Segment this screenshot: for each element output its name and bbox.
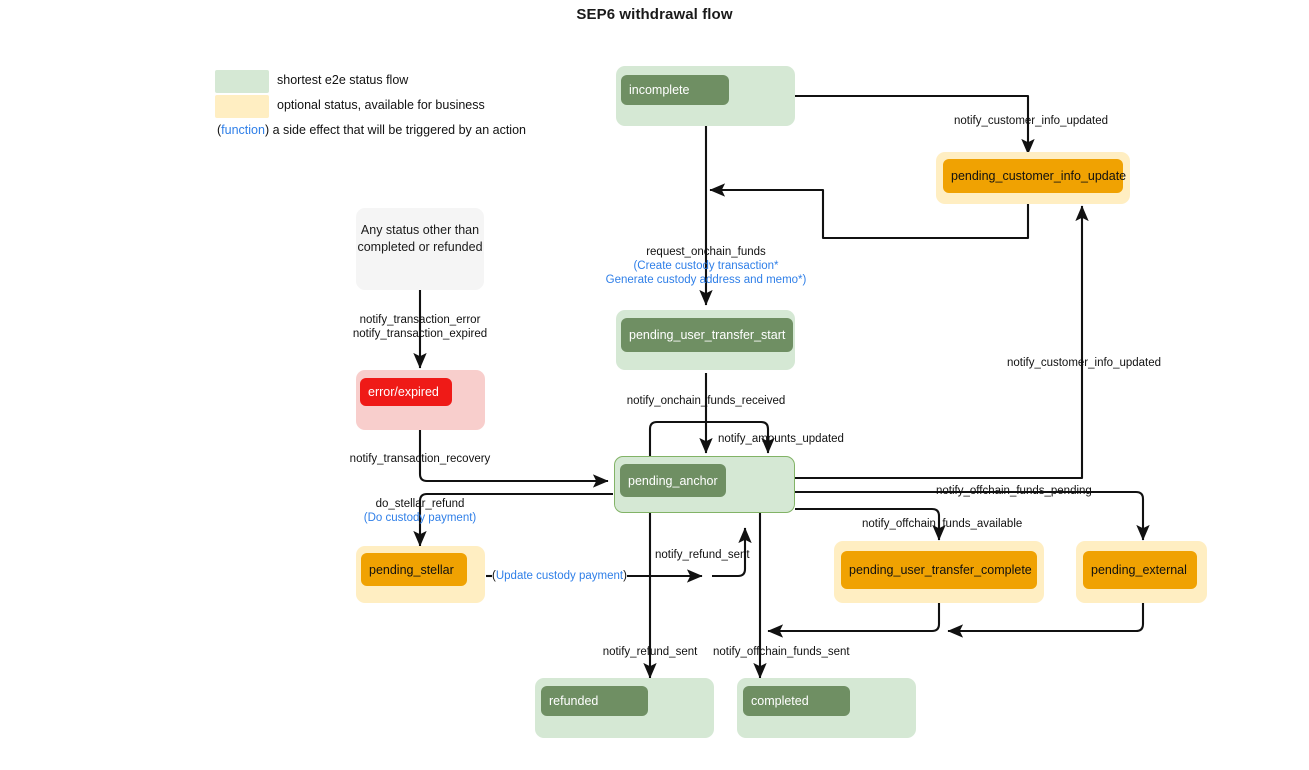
legend-swatch-shortest-flow (215, 70, 269, 93)
node-any-status-line2: completed or refunded (357, 240, 483, 254)
edge-label-notify-refund-sent-mid: notify_refund_sent (655, 549, 750, 561)
legend-label-optional-status: optional status, available for business (277, 98, 485, 112)
edge-label-notify-transaction-expired: notify_transaction_expired (352, 328, 488, 340)
node-pending-customer-info-update-label: pending_customer_info_update (943, 159, 1126, 193)
node-pending-user-transfer-start[interactable]: pending_user_transfer_start (616, 310, 795, 370)
edge-label-update-custody-payment: (Update custody payment) (492, 569, 627, 583)
edge-label-notify-amounts-updated: notify_amounts_updated (718, 433, 844, 445)
node-any-status: Any status other than completed or refun… (356, 208, 484, 290)
node-pending-anchor[interactable]: pending_anchor (614, 456, 795, 513)
edge-label-notify-offchain-funds-available: notify_offchain_funds_available (862, 518, 1023, 530)
node-pending-user-transfer-start-label: pending_user_transfer_start (621, 318, 793, 352)
node-pending-stellar[interactable]: pending_stellar (356, 546, 485, 603)
edge-label-do-stellar-refund: do_stellar_refund (Do custody payment) (364, 497, 477, 525)
node-pending-external-label: pending_external (1083, 551, 1197, 589)
edge-label-request-onchain-funds: request_onchain_funds (Create custody tr… (606, 245, 807, 287)
node-completed-label: completed (743, 686, 850, 716)
edge-pending-external-to-completed-spine (947, 602, 1145, 638)
node-pending-customer-info-update[interactable]: pending_customer_info_update (936, 152, 1130, 204)
node-pending-user-transfer-complete[interactable]: pending_user_transfer_complete (834, 541, 1044, 603)
edge-pending-user-transfer-complete-to-completed-spine (767, 602, 941, 638)
edge-label-notify-refund-sent-bottom: notify_refund_sent (602, 646, 698, 658)
edge-label-request-onchain-funds-main: request_onchain_funds (646, 246, 766, 258)
legend-function-word: function (221, 123, 265, 137)
legend-label-shortest-flow: shortest e2e status flow (277, 73, 409, 87)
edge-label-notify-offchain-funds-sent: notify_offchain_funds_sent (713, 646, 850, 658)
edge-label-notify-offchain-funds-pending: notify_offchain_funds_pending (936, 485, 1092, 497)
edge-label-do-stellar-refund-main: do_stellar_refund (375, 498, 465, 510)
node-pending-user-transfer-complete-label: pending_user_transfer_complete (841, 551, 1037, 589)
edge-label-do-stellar-refund-sub: (Do custody payment) (363, 512, 477, 524)
edge-label-request-onchain-funds-sub1: (Create custody transaction* (633, 260, 779, 272)
edge-pending-anchor-to-pending-external (795, 490, 1150, 541)
node-incomplete[interactable]: incomplete (616, 66, 795, 126)
edge-label-notify-customer-info-updated-top: notify_customer_info_updated (953, 115, 1109, 127)
node-refunded[interactable]: refunded (535, 678, 714, 738)
edge-label-update-custody-fn: Update custody payment (495, 570, 624, 582)
node-refunded-label: refunded (541, 686, 648, 716)
node-any-status-line1: Any status other than (360, 223, 480, 237)
edge-label-update-custody-close: ) (623, 570, 627, 582)
node-incomplete-label: incomplete (621, 75, 729, 105)
node-pending-anchor-label: pending_anchor (620, 464, 726, 497)
node-pending-stellar-label: pending_stellar (361, 553, 467, 586)
legend-swatch-optional-status (215, 95, 269, 118)
node-error-expired[interactable]: error/expired (356, 370, 485, 430)
edge-label-request-onchain-funds-sub2: Generate custody address and memo*) (605, 274, 807, 286)
legend-paren-open: ( (217, 123, 222, 137)
edge-label-notify-customer-info-updated-right: notify_customer_info_updated (1006, 357, 1162, 369)
page-title: SEP6 withdrawal flow (576, 6, 733, 23)
edge-label-notify-transaction-error-expired: notify_transaction_error notify_transact… (353, 313, 487, 341)
node-completed[interactable]: completed (737, 678, 916, 738)
node-error-expired-label: error/expired (360, 378, 452, 406)
edge-label-notify-transaction-error: notify_transaction_error (359, 314, 481, 326)
legend-function-rest: ) a side effect that will be triggered b… (264, 123, 526, 137)
edge-label-notify-transaction-recovery: notify_transaction_recovery (349, 453, 491, 465)
legend-function-note: (function) a side effect that will be tr… (217, 123, 526, 137)
node-pending-external[interactable]: pending_external (1076, 541, 1207, 603)
edge-label-update-custody-open: ( (492, 570, 496, 582)
edge-label-notify-onchain-funds-received: notify_onchain_funds_received (626, 395, 786, 407)
